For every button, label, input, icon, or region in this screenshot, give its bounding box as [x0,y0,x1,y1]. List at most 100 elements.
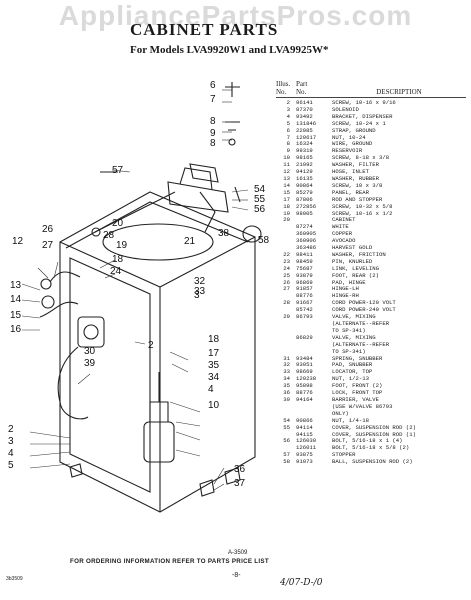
rear-panel [69,257,151,493]
parts-part: 120617 [296,133,317,141]
parts-desc: LINK, LEVELING [332,265,379,272]
callout-9: 9 [210,128,216,139]
parts-part: 16135 [296,174,313,182]
parts-no: 17 [283,195,290,203]
parts-desc: STOPPER [332,452,356,459]
callout-24: 24 [110,266,122,277]
parts-desc: (ALTERNATE--REFER [332,321,390,327]
parts-part: 87370 [296,105,313,113]
parts-desc: PANEL, REAR [332,189,369,196]
parts-desc: SCREW, 8-18 x 3/8 [332,155,390,162]
parts-row: (ALTERNATE--REFER [276,321,466,328]
solenoid [143,421,175,463]
callout-12: 12 [12,236,24,247]
parts-desc: SCREW, 10-24 x 1 [332,120,386,127]
parts-no: 56 [283,437,290,445]
parts-desc: WIRE, GROUND [332,141,373,148]
callout-13: 13 [10,280,22,291]
parts-part: 98005 [296,209,313,217]
ordering-note: FOR ORDERING INFORMATION REFER TO PARTS … [70,558,269,565]
parts-part: 93879 [296,271,313,279]
parts-no: 7 [286,133,290,141]
parts-no [276,335,296,342]
rear-foot [69,463,83,478]
parts-desc: SPRING, SNUBBER [332,355,383,362]
callout-32: 32 [194,276,206,287]
parts-no: 31 [283,354,290,362]
parts-part: 93875 [296,451,313,459]
parts-row: TO SP-341) [276,328,466,335]
parts-desc: SOLENOID [332,106,359,113]
parts-desc: BOLT, 5/16-18 x 1 (4) [332,438,403,445]
parts-no: 34 [283,375,290,383]
parts-part: 91667 [296,299,313,307]
parts-desc: HARVEST GOLD [332,245,373,252]
parts-part: 360905 [296,230,317,238]
callout-27: 27 [42,240,54,251]
parts-desc: VALVE, MIXING [332,314,376,321]
callout-33: 33 [194,286,206,297]
side-code: 3b3509 [6,576,23,582]
callout-54: 54 [254,184,266,195]
dispenser-bracket [167,181,229,213]
parts-desc: WASHER, FRICTION [332,251,386,258]
parts-part: 86793 [296,313,313,321]
parts-no: 20 [283,216,290,224]
callout-3b: 3 [8,436,14,447]
parts-desc: VALVE, MIXING [332,334,376,341]
parts-part: 131846 [296,119,317,127]
parts-no: 14 [283,181,290,189]
parts-part: 94115 [296,430,313,438]
callout-18b: 18 [208,334,220,345]
parts-part: 126030 [296,437,317,445]
parts-part: 98165 [296,154,313,162]
callout-8b: 8 [210,138,216,149]
parts-part [296,404,332,411]
parts-desc: NUT, 1/2-13 [332,376,369,383]
parts-desc: FOOT, REAR (2) [332,272,379,279]
parts-desc: ONLY) [332,410,349,417]
parts-no: 28 [283,299,290,307]
parts-part: 75687 [296,264,313,272]
parts-no: 11 [283,161,290,169]
parts-no: 13 [283,174,290,182]
parts-no: 29 [283,313,290,321]
parts-part: 96141 [296,99,313,106]
parts-desc: HINGE-RH [332,293,359,300]
parts-part: 93051 [296,361,313,369]
parts-desc: ROD AND STOPPER [332,196,383,203]
parts-desc: CORD POWER-240 VOLT [332,307,396,314]
parts-row: 56 126030 BOLT, 5/16-18 x 1 (4) [276,438,466,445]
parts-desc: TO SP-341) [332,348,366,355]
parts-no: 22 [283,250,290,258]
parts-no: 15 [283,188,290,196]
parts-part: 98411 [296,250,313,258]
parts-no: 9 [286,147,290,155]
mixing-valve [77,316,105,348]
parts-desc: BRACKET, DISPENSER [332,113,393,120]
callout-2: 2 [148,340,154,351]
parts-desc: SCREW, 10-32 x 5/8 [332,203,393,210]
page-number: -8- [232,572,241,579]
parts-desc: COVER, SUSPENSION ROD (2) [332,424,416,431]
parts-row: (USE W/VALVE 86793 [276,404,466,411]
callout-7: 7 [210,94,216,105]
parts-part: 363486 [296,244,317,252]
callout-56: 56 [254,204,266,215]
parts-part: 90864 [296,181,313,189]
